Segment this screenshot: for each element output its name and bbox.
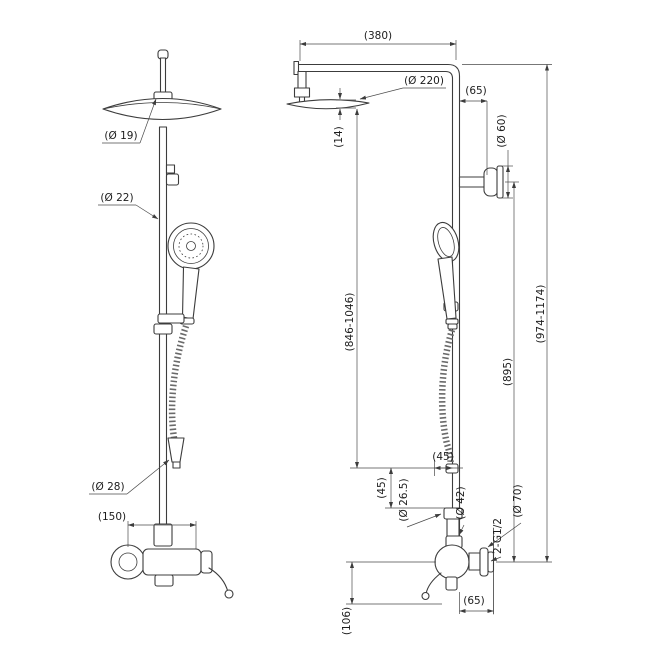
dim-label: (846-1046) xyxy=(344,293,356,352)
dim-pipe-diameter: (Ø 22) xyxy=(98,192,159,220)
dim-wall-offset: (65) xyxy=(459,592,494,614)
dim-flange-diameter: (Ø 70) xyxy=(487,484,524,548)
dim-label: (14) xyxy=(333,126,345,148)
rain-head-front xyxy=(102,97,222,121)
hose-cone xyxy=(167,437,185,463)
knob-stem xyxy=(458,176,486,188)
hand-shower-handle-side xyxy=(437,256,457,320)
top-arm-inner xyxy=(296,70,454,538)
dim-fitting-drop: (45) xyxy=(376,467,445,509)
shower-hose-side xyxy=(438,329,456,467)
valve-inlet-front xyxy=(153,523,173,547)
dim-thread-spec: 2-G1/2 xyxy=(490,518,504,562)
dim-valve-drop: (106) xyxy=(341,561,442,635)
dim-label: (Ø 42) xyxy=(455,486,467,519)
top-rod xyxy=(159,57,167,94)
dim-label: (895) xyxy=(502,358,514,386)
dim-top-offset: (65) xyxy=(459,85,488,175)
dim-label: (Ø 22) xyxy=(100,192,133,204)
dim-label: (Ø 60) xyxy=(496,114,508,147)
wall-flange-side xyxy=(479,547,489,577)
dim-total-height: (974-1174) xyxy=(462,64,552,563)
front-dimensions: (Ø 19) (Ø 22) (Ø 28) (150) xyxy=(89,98,197,549)
hand-shower-front xyxy=(167,222,215,270)
dim-label: (Ø 70) xyxy=(512,484,524,517)
diverter-knob xyxy=(483,167,499,197)
dim-label: (106) xyxy=(341,607,353,635)
dim-nut-diameter: (Ø 26.5) xyxy=(398,478,442,528)
dim-label: 2-G1/2 xyxy=(492,518,504,554)
dim-head-thickness: (14) xyxy=(333,88,356,148)
dim-label: (380) xyxy=(364,30,392,42)
top-arm-outer xyxy=(296,63,461,538)
dim-label: (65) xyxy=(463,595,485,607)
dim-label: (150) xyxy=(98,511,126,523)
pipe-fitting xyxy=(165,164,176,174)
arm-end-cap xyxy=(293,60,300,76)
dim-connector-diameter: (Ø 42) xyxy=(455,486,467,536)
dim-label: (65) xyxy=(465,85,487,97)
shower-hose-front xyxy=(168,324,190,439)
dim-rod-diameter: (Ø 19) xyxy=(102,98,157,144)
side-dimensions: (380) (Ø 220) (65) (Ø 60) (14) xyxy=(299,30,552,635)
dim-hose-diameter: (Ø 28) xyxy=(89,459,170,495)
wall-flange-left xyxy=(110,544,146,580)
valve-spout-front xyxy=(154,574,174,587)
dim-label: (Ø 28) xyxy=(91,481,124,493)
dim-label: (45) xyxy=(432,451,454,463)
rain-head-side xyxy=(286,99,370,110)
hose-end-fitting xyxy=(445,463,459,474)
dim-rail-height: (846-1046) xyxy=(344,108,463,469)
front-view xyxy=(102,49,234,599)
dim-inlet-spacing: (150) xyxy=(98,511,197,549)
dim-hose-offset: (45) xyxy=(432,451,454,476)
slider-holder xyxy=(157,313,185,324)
dim-label: (Ø 220) xyxy=(404,75,444,87)
valve-lever-side xyxy=(425,572,442,595)
valve-spout-side xyxy=(445,576,458,591)
dim-label: (Ø 26.5) xyxy=(398,478,410,521)
lever-hub xyxy=(200,550,213,574)
valve-body-front xyxy=(142,548,202,576)
dim-pipe-height: (895) xyxy=(502,181,519,563)
dim-label: (974-1174) xyxy=(535,285,547,344)
dim-label: (Ø 19) xyxy=(104,130,137,142)
side-view xyxy=(286,60,504,615)
valve-lever-front xyxy=(208,567,229,593)
dim-top-arm: (380) xyxy=(299,30,457,61)
wall-stem xyxy=(468,552,481,571)
dim-head-diameter: (Ø 220) xyxy=(359,75,446,100)
dim-label: (45) xyxy=(376,477,388,499)
hand-shower-handle xyxy=(181,266,200,320)
head-connector xyxy=(297,70,307,90)
